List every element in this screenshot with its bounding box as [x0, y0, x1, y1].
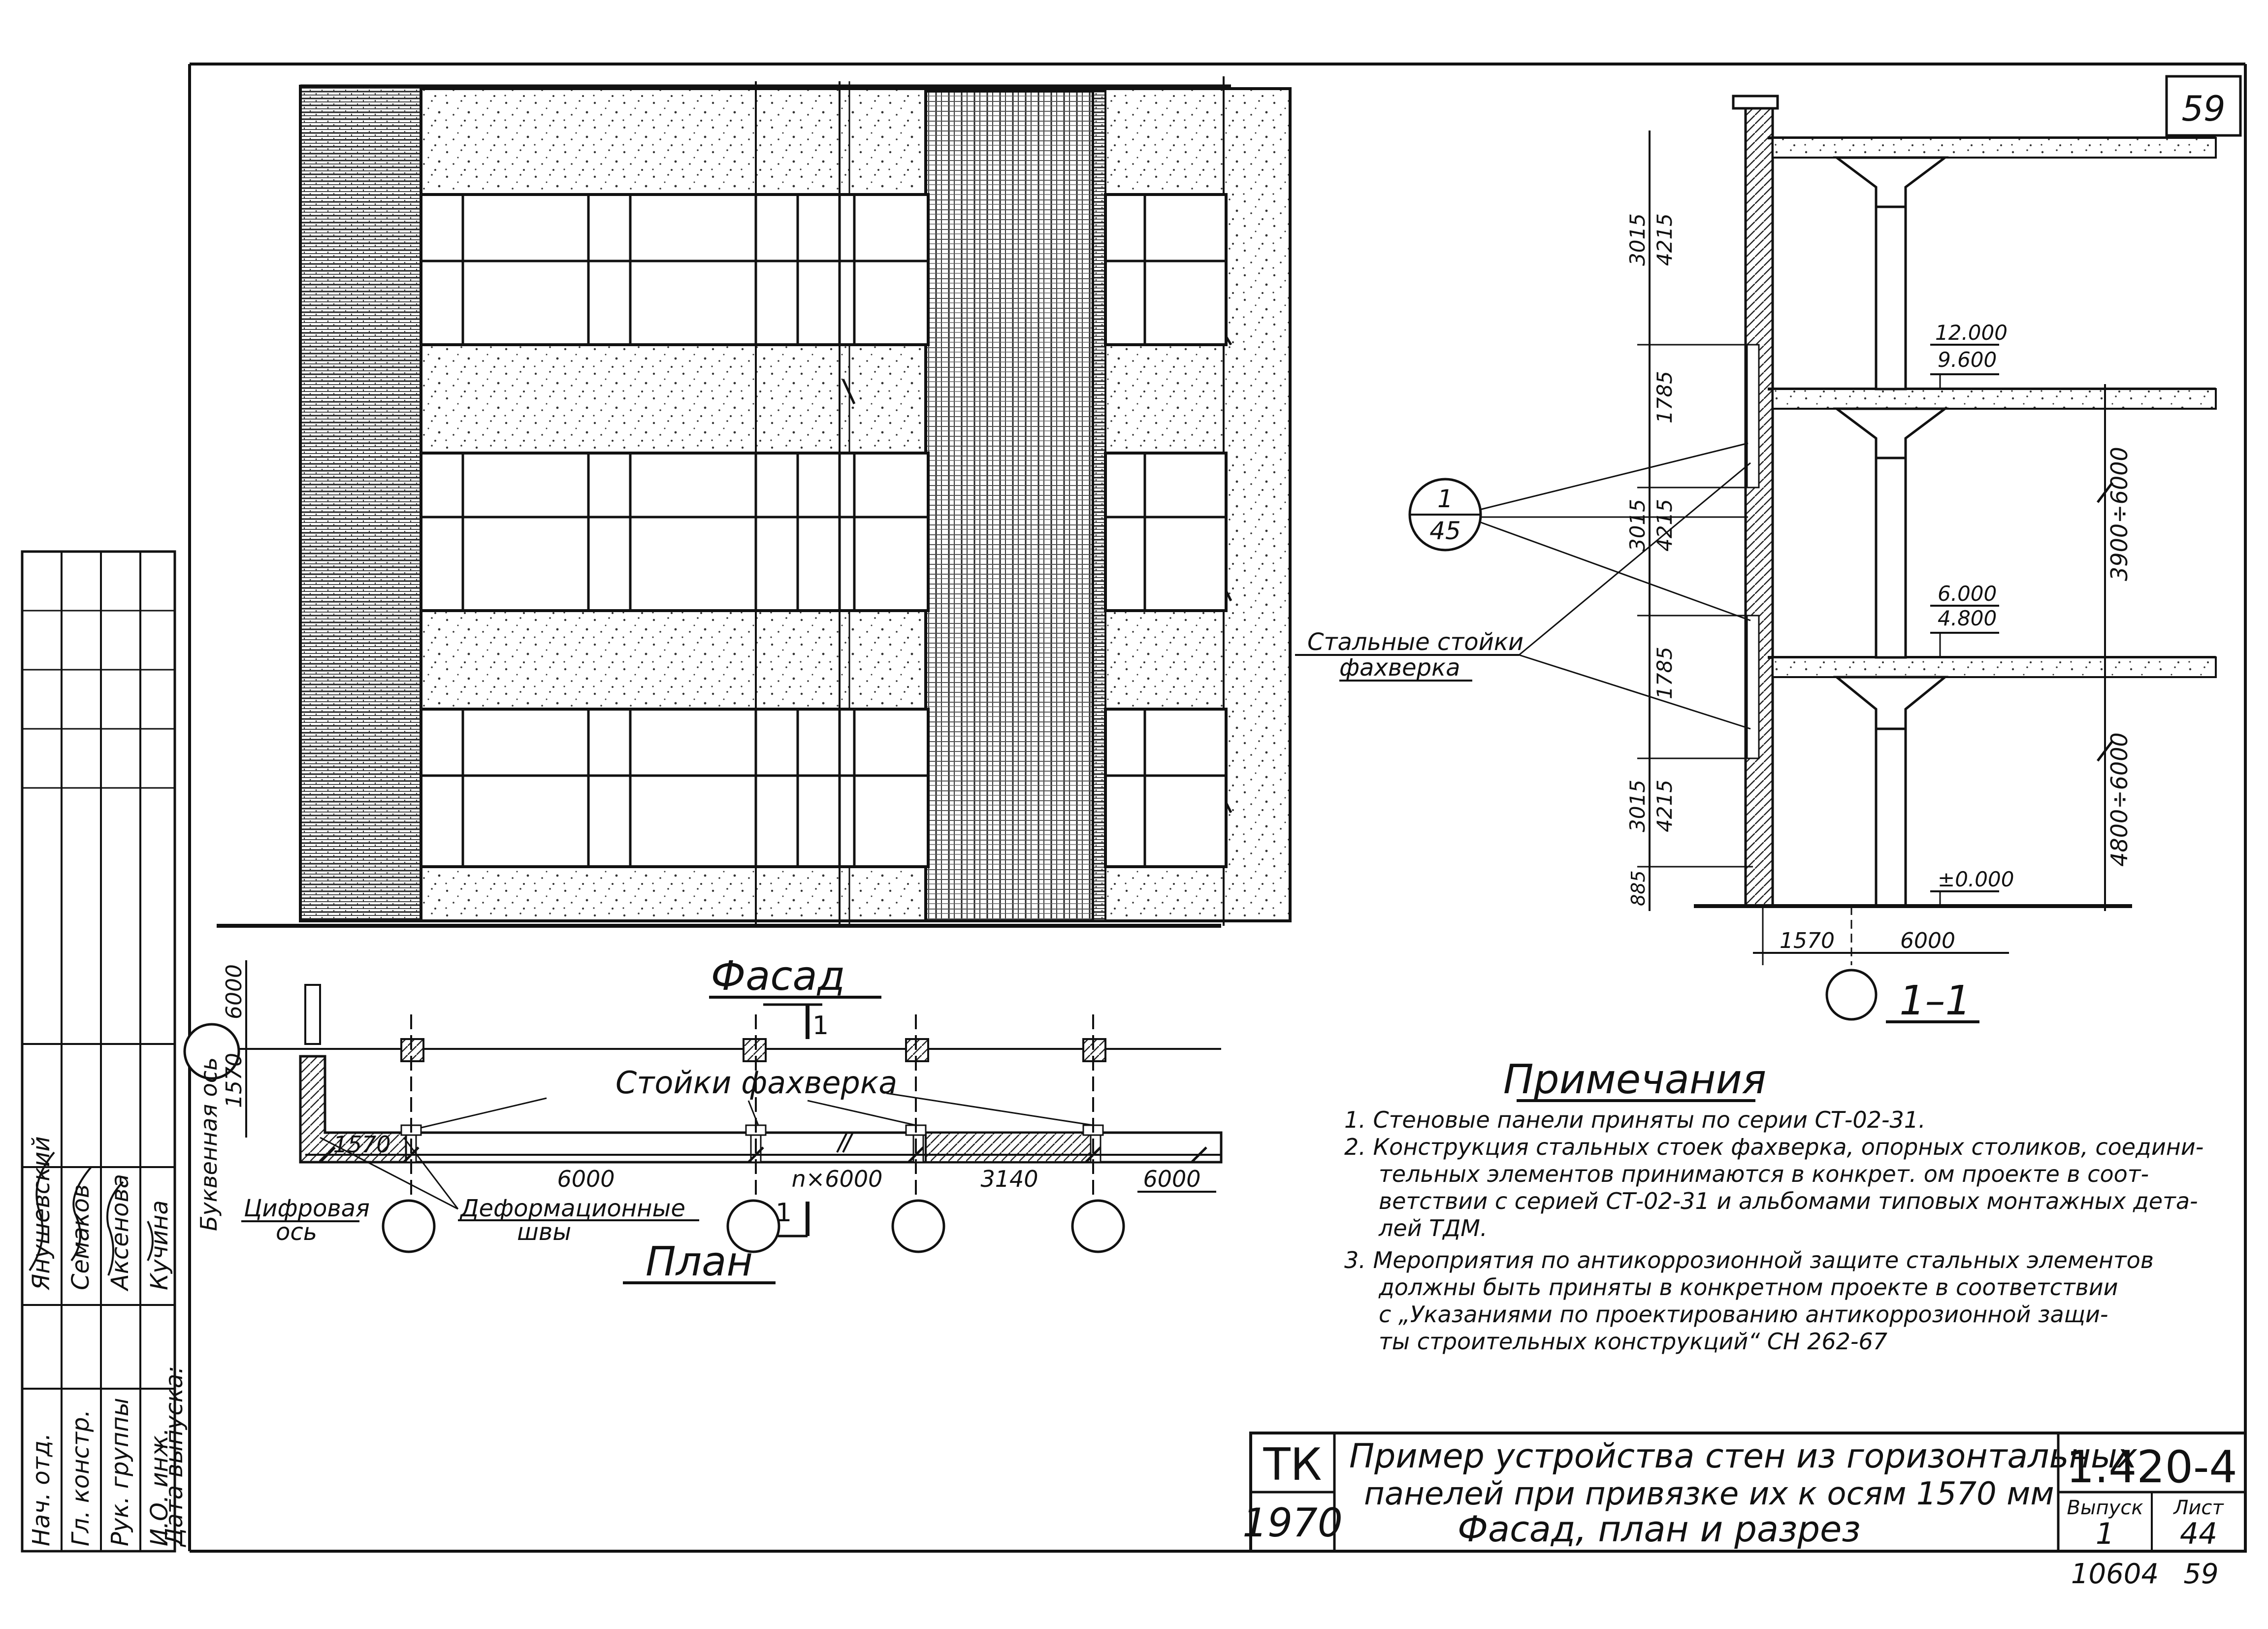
facade: [217, 76, 1292, 928]
plan-cut-mark-top: 1: [812, 1011, 829, 1041]
corner-number: 59: [2181, 89, 2225, 129]
letter-axis-label: Буквенная ось: [195, 1057, 222, 1231]
page-number: 59: [2183, 1558, 2218, 1590]
note-line-6: 3. Мероприятия по антикоррозионной защит…: [1344, 1247, 2154, 1273]
section-bottom-dim-6000: 6000: [1900, 928, 1955, 953]
section-right-dim-lower: 4800÷6000: [2106, 732, 2133, 867]
note-line-9: ты строительных конструкций“ СН 262-67: [1379, 1328, 1887, 1355]
sheet-label: Лист: [2172, 1497, 2224, 1519]
note-line-5: лей ТДМ.: [1378, 1215, 1488, 1241]
axis-bubble-2: [726, 1199, 780, 1253]
level-12000: 12.000: [1935, 321, 2008, 345]
level-marks: 12.000 9.600 6.000 4.800 ±0.000: [1930, 321, 2014, 906]
plan-side-dim-6000: 6000: [222, 964, 247, 1019]
side-stamp: Нач. отд. Янушевский Гл. констр. Семаков…: [21, 550, 188, 1553]
stamp-role-3: Рук. группы: [106, 1398, 134, 1546]
note-line-8: с „Указаниями по проектированию антикорр…: [1379, 1301, 2108, 1328]
notes: Примечания 1. Стеновые панели приняты по…: [1344, 1056, 2203, 1355]
level-0000: ±0.000: [1938, 867, 2014, 891]
facade-middle-pier: [924, 90, 1095, 922]
section-right-dim-upper: 3900÷6000: [2106, 447, 2133, 581]
note-line-4: ветствии с серией СТ-02-31 и альбомами т…: [1379, 1188, 2198, 1214]
sheet-number: 44: [2180, 1517, 2217, 1551]
stamp-date-label: Дата выпуска:: [161, 1366, 188, 1548]
note-line-2: 2. Конструкция стальных стоек фахверка, …: [1344, 1134, 2203, 1160]
title-block: ТК 1970 Пример устройства стен из горизо…: [1242, 1432, 2247, 1590]
letter-axis-bubble: [183, 1023, 240, 1080]
plan-dim-6000: 6000: [557, 1166, 615, 1192]
note-line-3: тельных элементов принимаются в конкрет.…: [1379, 1161, 2149, 1187]
window-band-1: [420, 193, 1228, 346]
section-dim-4215-low: 4215: [1652, 780, 1677, 832]
section-dim-4215-top: 4215: [1652, 213, 1677, 266]
title-line-2: панелей при привязке их к осям 1570 мм: [1364, 1476, 2054, 1512]
sheet-frame: 59: [188, 63, 2247, 1553]
stamp-role-4: И.О. инж.: [146, 1428, 173, 1546]
plan-dim-6000-right: 6000: [1143, 1166, 1200, 1192]
window-band-3: [420, 708, 1228, 868]
section-dim-3015-low: 3015: [1625, 780, 1650, 832]
plan-dim-1570: 1570: [333, 1131, 390, 1158]
section-bottom-dim-1570: 1570: [1780, 928, 1835, 953]
signatures-icon: [29, 1151, 154, 1276]
facade-left-pier: [299, 85, 422, 922]
section-1-1: 3015 4215 1785 3015 4215 1785 3015 4215 …: [1295, 95, 2217, 1024]
note-line-7: должны быть приняты в конкретном проекте…: [1378, 1274, 2118, 1301]
title-year: 1970: [1242, 1500, 1343, 1546]
plan-cut-mark-bottom: 1: [776, 1198, 792, 1228]
notes-title: Примечания: [1503, 1056, 1766, 1103]
section-dim-3015-mid: 3015: [1625, 499, 1650, 552]
issue-number: 1: [2096, 1517, 2114, 1551]
stamp-role-2: Гл. констр.: [67, 1409, 95, 1546]
axis-bubble-4: [1071, 1199, 1125, 1253]
plan-side-dim-1570: 1570: [222, 1053, 247, 1108]
section-dim-4215-mid: 4215: [1652, 499, 1677, 552]
section-dim-1785-mid: 1785: [1652, 647, 1677, 699]
section-wall: [1744, 97, 1774, 908]
section-dim-885: 885: [1627, 870, 1649, 906]
window-band-2: [420, 452, 1228, 612]
stamp-name-4: Кучина: [146, 1200, 173, 1290]
axis-bubble-3: [891, 1199, 945, 1253]
callout-top: 1: [1437, 485, 1453, 513]
plan-title: План: [646, 1238, 753, 1285]
title-line-3: Фасад, план и разрез: [1458, 1508, 1861, 1550]
level-4800: 4.800: [1938, 606, 1997, 630]
plan-posts-label: Стойки фахверка: [616, 1065, 897, 1101]
title-org: ТК: [1263, 1439, 1322, 1491]
section-axis-bubble: [1825, 969, 1878, 1021]
level-9600: 9.600: [1938, 348, 1997, 372]
plan-dim-nx6000: n×6000: [792, 1166, 883, 1192]
corner-number-box: [2165, 75, 2242, 137]
axis-bubble-1: [382, 1199, 436, 1253]
section-dim-1785-top: 1785: [1652, 371, 1677, 424]
note-line-1: 1. Стеновые панели приняты по серии СТ-0…: [1344, 1107, 1926, 1133]
title-code: 1.420-4: [2066, 1441, 2237, 1493]
callout-bottom: 45: [1429, 517, 1461, 545]
inventory-number: 10604: [2071, 1558, 2159, 1590]
facade-title: Фасад: [711, 953, 845, 1000]
issue-label: Выпуск: [2067, 1497, 2143, 1519]
section-title: 1–1: [1899, 977, 1971, 1024]
plan-dim-3140: 3140: [980, 1166, 1038, 1192]
section-dim-3015-top: 3015: [1625, 213, 1650, 266]
level-6000: 6.000: [1938, 582, 1997, 606]
stamp-role-1: Нач. отд.: [28, 1433, 55, 1546]
title-line-1: Пример устройства стен из горизонтальных: [1349, 1437, 2138, 1476]
plan: 1570 6000 n×6000 3140 6000 6000 1570 Бук…: [183, 960, 1223, 1253]
